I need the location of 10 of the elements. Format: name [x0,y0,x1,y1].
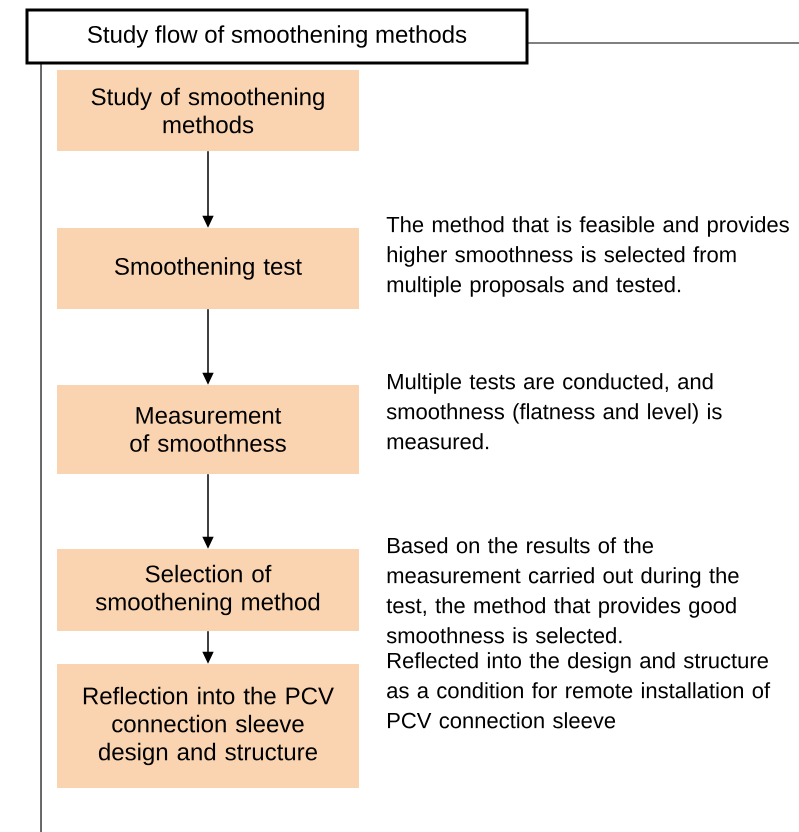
process-box: Measurement of smoothness [57,385,359,474]
description-text: The method that is feasible and provides higher smoothness is selected from multiple proposals and tested. [386,216,789,297]
description-text: Multiple tests are conducted, and smoothness (flatness and level) is measured. [386,373,722,450]
description-text: Reflected into the design and structure as a condition for remote installation of PCV connection sleeve [387,652,770,728]
title-box: Study flow of smoothening methods [26,8,528,64]
process-box: Selection of smoothening method [57,549,359,631]
description-text: Based on the results of the measurement carried out during the test, the method that provides good smoothness is selected. [386,537,739,644]
process-box: Reflection into the PCV connection sleeve design and structure [57,664,359,788]
process-box: Study of smoothening methods [57,70,359,151]
process-box: Smoothening test [57,228,359,309]
